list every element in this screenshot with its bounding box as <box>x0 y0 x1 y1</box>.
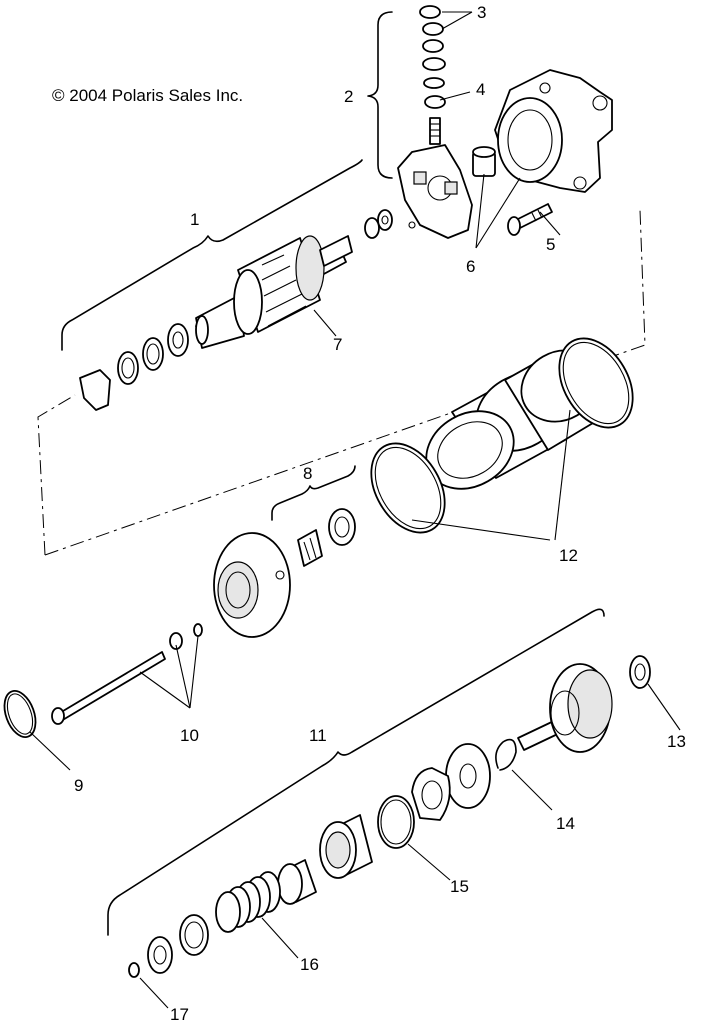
bolt-washers <box>169 623 203 650</box>
callout-13: 13 <box>667 732 686 751</box>
snap-ring <box>495 738 517 771</box>
brace-1 <box>61 159 363 351</box>
retaining-ring-15 <box>377 795 415 849</box>
sleeve <box>277 859 317 905</box>
leader-lines <box>29 11 681 1009</box>
brace-11 <box>107 608 605 936</box>
stop-collar <box>128 914 209 978</box>
assembly-outline <box>37 209 646 556</box>
callout-7: 7 <box>333 335 342 354</box>
pinion-gear <box>319 814 373 879</box>
nut-washer-stack <box>419 5 446 145</box>
end-housing <box>494 69 613 193</box>
bearing-set <box>297 508 356 567</box>
long-bolt <box>51 651 166 725</box>
callout-8: 8 <box>303 464 312 483</box>
copyright-notice: © 2004 Polaris Sales Inc. <box>52 86 243 105</box>
callout-3: 3 <box>477 3 486 22</box>
through-bolt <box>507 203 553 236</box>
spring <box>215 871 281 933</box>
callout-6: 6 <box>466 257 475 276</box>
callout-5: 5 <box>546 235 555 254</box>
armature-end-washers <box>364 209 393 239</box>
callout-16: 16 <box>300 955 319 974</box>
brush-plate <box>397 144 473 239</box>
armature <box>195 235 353 349</box>
o-ring-9 <box>3 690 37 738</box>
clutch-gear <box>517 655 651 753</box>
armature-shaft-washers <box>79 323 189 411</box>
callout-2: 2 <box>344 87 353 106</box>
clutch-plates <box>411 743 491 821</box>
callout-4: 4 <box>476 80 485 99</box>
callout-14: 14 <box>556 814 575 833</box>
o-rings-12 <box>370 337 634 534</box>
drive-end-housing <box>213 532 291 638</box>
callout-17: 17 <box>170 1005 189 1024</box>
brace-8 <box>271 465 356 521</box>
callout-12: 12 <box>559 546 578 565</box>
callout-9: 9 <box>74 776 83 795</box>
callout-11: 11 <box>309 726 327 745</box>
callout-10: 10 <box>180 726 199 745</box>
callout-15: 15 <box>450 877 469 896</box>
bushing <box>472 146 496 177</box>
brace-2 <box>367 11 393 179</box>
callout-1: 1 <box>190 210 199 229</box>
